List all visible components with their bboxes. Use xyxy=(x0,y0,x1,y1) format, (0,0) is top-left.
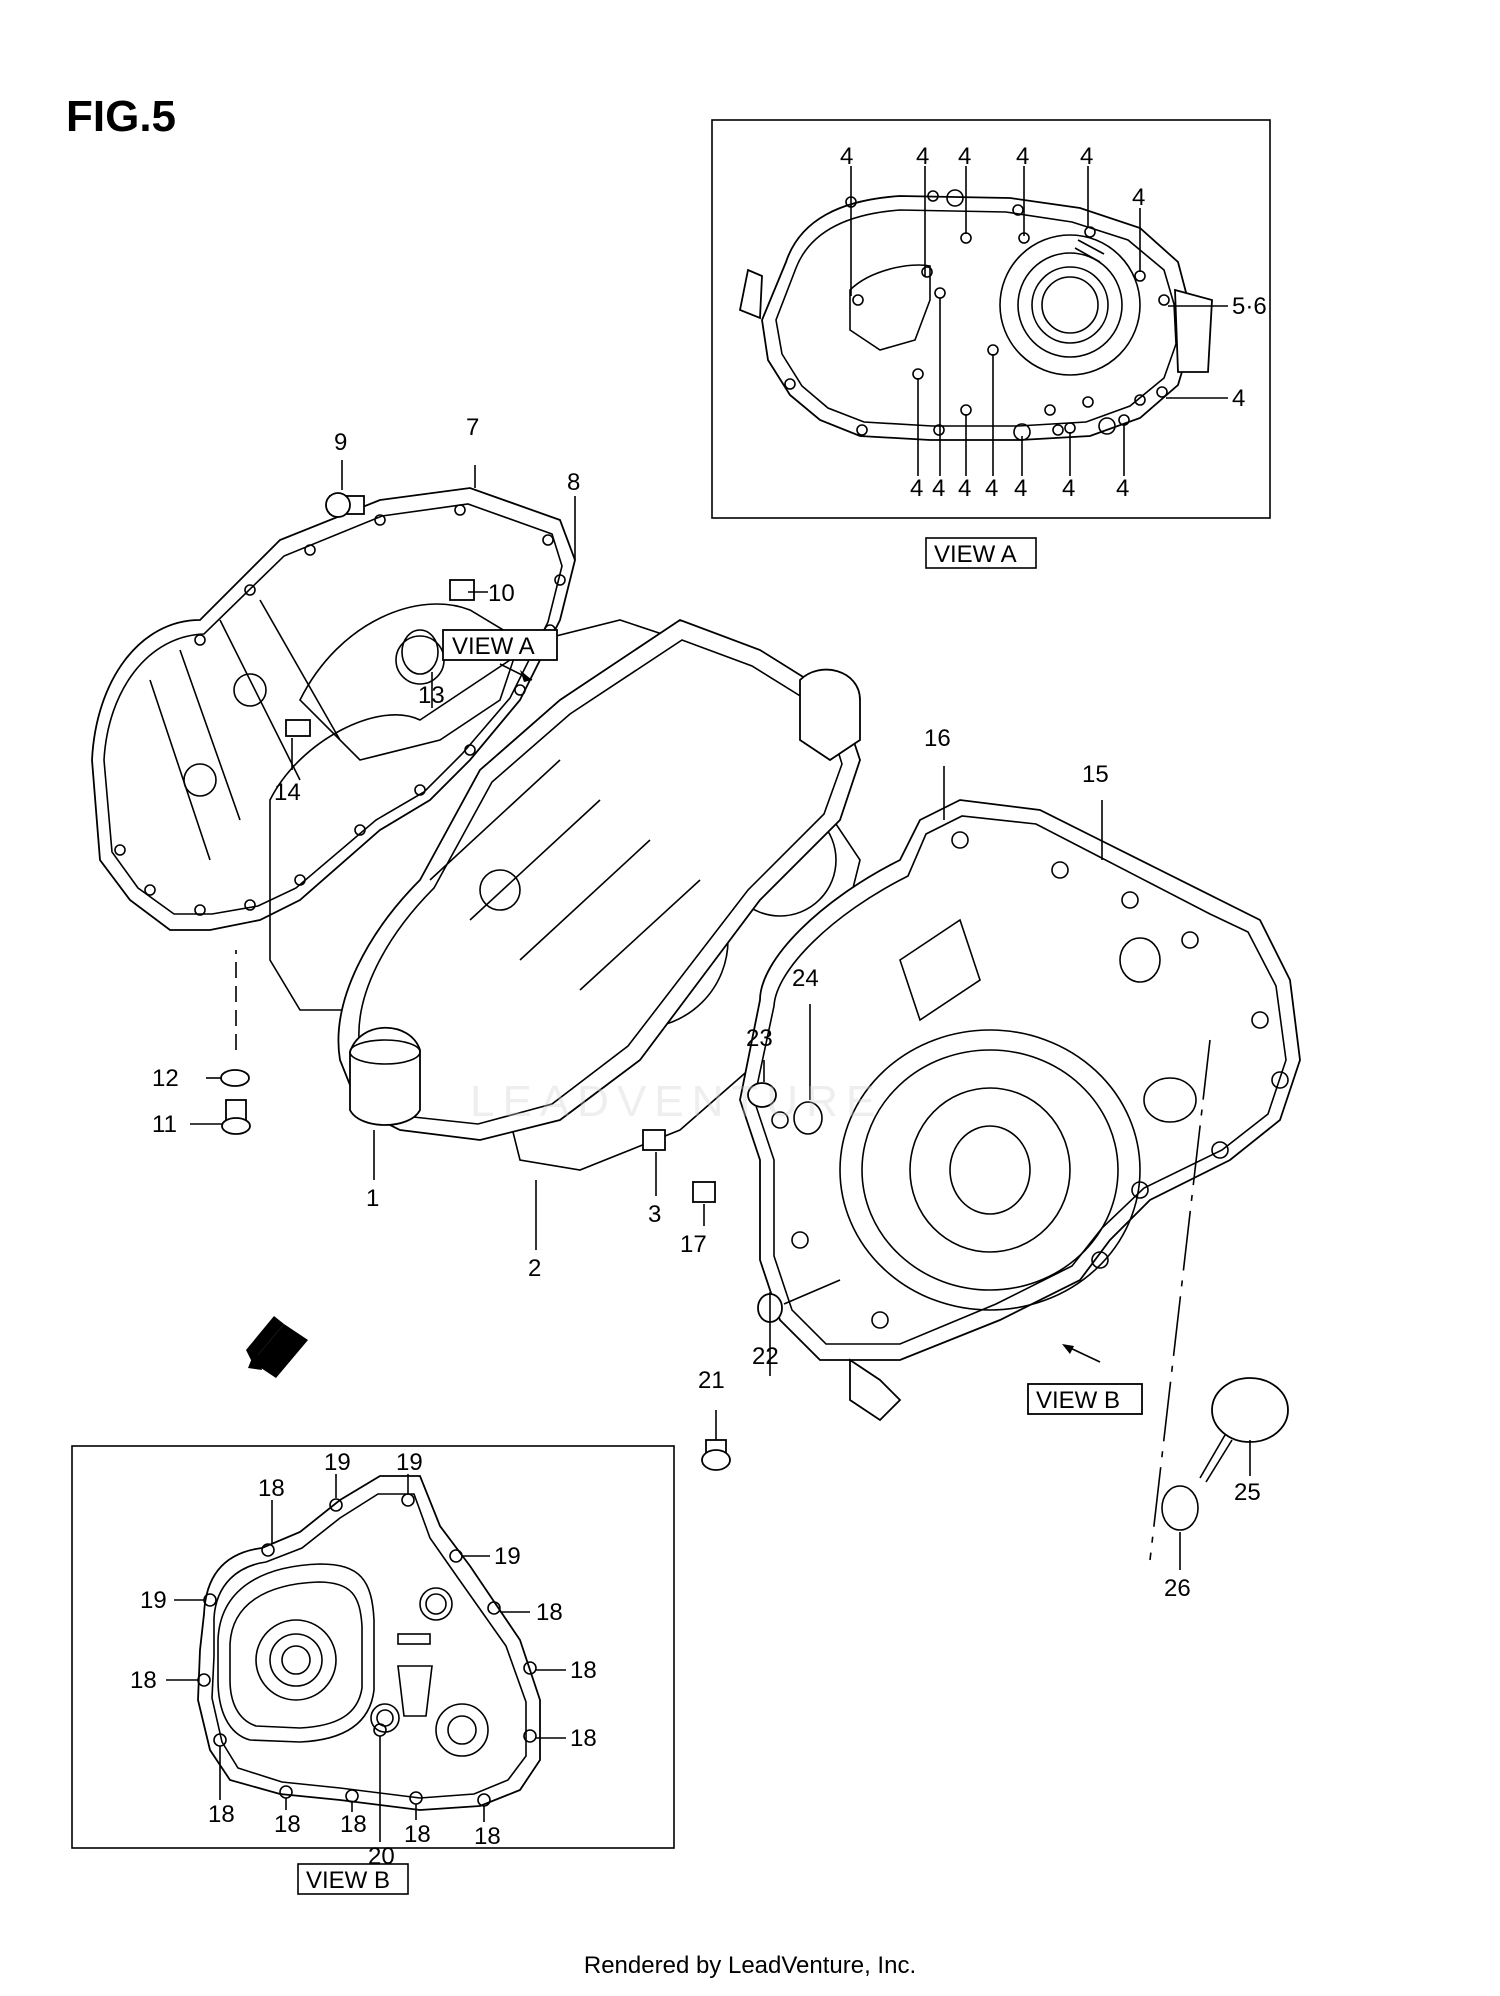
view-b-caption: VIEW B xyxy=(306,1867,390,1894)
view-a-callout-bottom-2: 4 xyxy=(932,475,945,502)
view-b-caption-box xyxy=(297,1863,409,1895)
callout-23: 23 xyxy=(746,1025,773,1052)
view-a-callout-top-2: 4 xyxy=(916,143,929,170)
view-b-callout-top-4: 19 xyxy=(494,1543,521,1570)
callout-9: 9 xyxy=(334,429,347,456)
view-b-callout-top-1: 19 xyxy=(324,1449,351,1476)
view-b-callout-bottom-3: 18 xyxy=(340,1811,367,1838)
callout-13: 13 xyxy=(418,682,445,709)
forward-arrow-icon xyxy=(246,1316,308,1378)
callout-10: 10 xyxy=(488,580,515,607)
callout-16: 16 xyxy=(924,725,951,752)
view-a-caption: VIEW A xyxy=(934,541,1017,568)
callout-1: 1 xyxy=(366,1185,379,1212)
view-b-callout-top-2: 19 xyxy=(396,1449,423,1476)
callout-15: 15 xyxy=(1082,761,1109,788)
view-a-frame xyxy=(711,119,1271,519)
view-a-callout-bottom-7: 4 xyxy=(1116,475,1129,502)
view-a-caption-box xyxy=(925,537,1037,569)
view-a-callout-bottom-3: 4 xyxy=(958,475,971,502)
view-a-callout-bottom-1: 4 xyxy=(910,475,923,502)
view-b-callout-right-1: 18 xyxy=(536,1599,563,1626)
view-a-callout-right-4: 4 xyxy=(1232,385,1245,412)
view-a-callout-bottom-5: 4 xyxy=(1014,475,1027,502)
callout-22: 22 xyxy=(752,1343,779,1370)
view-a-callout-top-4: 4 xyxy=(1016,143,1029,170)
view-b-pointer-label: VIEW B xyxy=(1036,1387,1120,1414)
figure-title: FIG.5 xyxy=(66,92,177,141)
view-b-inset: 19 19 18 19 19 18 18 18 18 18 18 18 20 1… xyxy=(71,1445,675,1895)
view-b-pointer-box xyxy=(1027,1383,1143,1415)
crankcase-cover-part-1 xyxy=(337,618,861,1151)
callout-12: 12 xyxy=(152,1065,179,1092)
view-b-callout-top-3: 18 xyxy=(258,1475,285,1502)
crankcase-cover-part-16 xyxy=(739,799,1301,1422)
view-b-pointer: VIEW B xyxy=(1027,1344,1143,1415)
view-b-callout-right-3: 18 xyxy=(570,1725,597,1752)
watermark: LEADVENTURE xyxy=(470,1077,883,1126)
view-b-callout-bottom-5: 18 xyxy=(474,1823,501,1850)
view-a-callout-top-5: 4 xyxy=(1080,143,1093,170)
view-b-frame xyxy=(71,1445,675,1849)
callout-11: 11 xyxy=(152,1111,177,1138)
view-a-inset: 4 4 4 4 4 4 5·6 4 4 4 4 4 4 4 4 VIEW A xyxy=(711,119,1271,569)
callout-7: 7 xyxy=(466,414,479,441)
callout-25: 25 xyxy=(1234,1479,1261,1506)
view-a-callout-top-6: 4 xyxy=(1132,184,1145,211)
view-a-callout-bottom-4: 4 xyxy=(985,475,998,502)
view-b-callout-right-2: 18 xyxy=(570,1657,597,1684)
view-a-callout-5-6: 5·6 xyxy=(1232,293,1267,320)
callout-2: 2 xyxy=(528,1255,541,1282)
view-a-callout-top-3: 4 xyxy=(958,143,971,170)
callout-26: 26 xyxy=(1164,1575,1191,1602)
clutch-cover-part-7 xyxy=(91,487,576,931)
view-a-pointer-label: VIEW A xyxy=(452,633,535,660)
view-a-pointer: VIEW A xyxy=(442,629,558,682)
callout-17: 17 xyxy=(680,1231,707,1258)
callout-3: 3 xyxy=(648,1201,661,1228)
callout-21: 21 xyxy=(698,1367,725,1394)
view-b-callout-left-2: 18 xyxy=(130,1667,157,1694)
leader-lines xyxy=(190,460,1251,1570)
callout-8: 8 xyxy=(567,469,580,496)
view-b-callout-left-1: 19 xyxy=(140,1587,167,1614)
view-a-pointer-box xyxy=(442,629,558,661)
view-a-callout-bottom-6: 4 xyxy=(1062,475,1075,502)
callout-14: 14 xyxy=(274,779,301,806)
view-b-callout-bottom-2: 18 xyxy=(274,1811,301,1838)
view-b-callout-bottom-1: 18 xyxy=(208,1801,235,1828)
view-b-callout-bottom-4: 18 xyxy=(404,1821,431,1848)
footer-credit: Rendered by LeadVenture, Inc. xyxy=(583,1952,917,1979)
view-a-callout-top-1: 4 xyxy=(840,143,853,170)
view-b-callout-bottom-20: 20 xyxy=(368,1843,395,1870)
callout-24: 24 xyxy=(792,965,819,992)
